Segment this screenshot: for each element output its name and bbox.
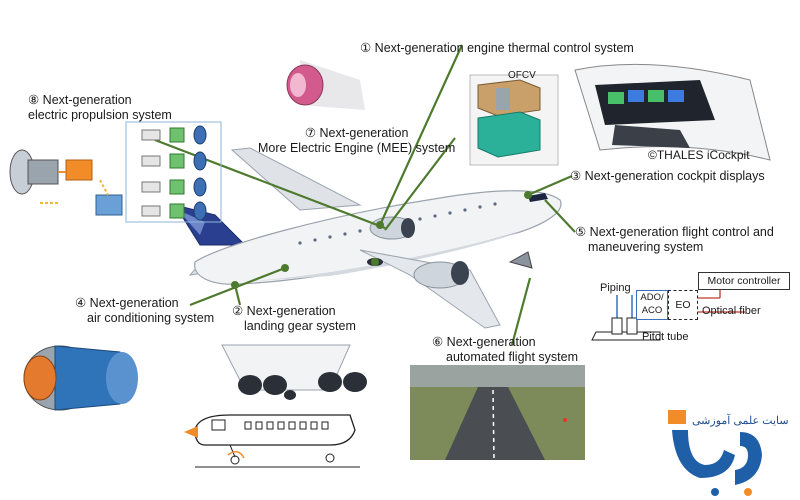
label-line: ⑤ Next-generation flight control and <box>575 225 774 239</box>
runway-image <box>410 365 585 461</box>
electric-propulsion-diagram <box>9 121 222 223</box>
label-line: air conditioning system <box>87 311 215 325</box>
label-line: maneuvering system <box>588 240 704 254</box>
label-flight-control: ⑤ Next-generation flight control and man… <box>575 225 774 255</box>
ofcv-label: OFCV <box>508 70 536 81</box>
airplane <box>173 147 562 329</box>
label-line: electric propulsion system <box>28 108 172 122</box>
compressor-image <box>23 345 138 411</box>
sensor-schematic <box>591 288 745 341</box>
ofcv-image <box>469 74 559 166</box>
ado-box: ADO/ ACO <box>636 290 668 320</box>
label-engine-thermal: ① Next-generation engine thermal control… <box>360 41 634 55</box>
label-mee: ⑦ Next-generation More Electric Engine (… <box>258 126 455 156</box>
motor-controller-box: Motor controller <box>698 272 790 290</box>
pitot-tube-label: Pitot tube <box>642 331 689 343</box>
callout-lines <box>154 44 576 346</box>
label-line: automated flight system <box>446 350 579 364</box>
site-logo <box>668 410 762 496</box>
label-line: ④ Next-generation <box>75 296 179 310</box>
label-landing-gear: ② Next-generation landing gear system <box>232 304 356 334</box>
label-line: ② Next-generation <box>232 304 336 318</box>
thales-credit: ©THALES iCockpit <box>648 148 750 162</box>
landing-gear-image <box>221 344 367 400</box>
callout-dots <box>231 191 532 289</box>
label-line: landing gear system <box>244 319 356 333</box>
eo-box: EO <box>668 290 698 320</box>
cockpit-image <box>574 63 771 161</box>
piping-label: Piping <box>600 282 631 294</box>
label-cockpit-displays: ③ Next-generation cockpit displays <box>570 169 765 183</box>
sensor-mark <box>508 251 533 269</box>
label-line: ⑧ Next-generation <box>28 93 132 107</box>
optical-fiber-label: Optical fiber <box>702 305 761 317</box>
label-line: More Electric Engine (MEE) system <box>258 141 456 155</box>
label-line: ⑥ Next-generation <box>432 335 536 349</box>
label-line: ⑦ Next-generation <box>304 126 409 140</box>
logo-text: سایت علمی آموزشی <box>692 415 789 427</box>
mee-engine-image <box>286 60 365 110</box>
label-air-conditioning: ④ Next-generation air conditioning syste… <box>75 296 214 326</box>
label-electric-propulsion: ⑧ Next-generation electric propulsion sy… <box>28 93 172 123</box>
landing-gear-schematic <box>184 414 360 468</box>
label-automated-flight: ⑥ Next-generation automated flight syste… <box>432 335 578 365</box>
